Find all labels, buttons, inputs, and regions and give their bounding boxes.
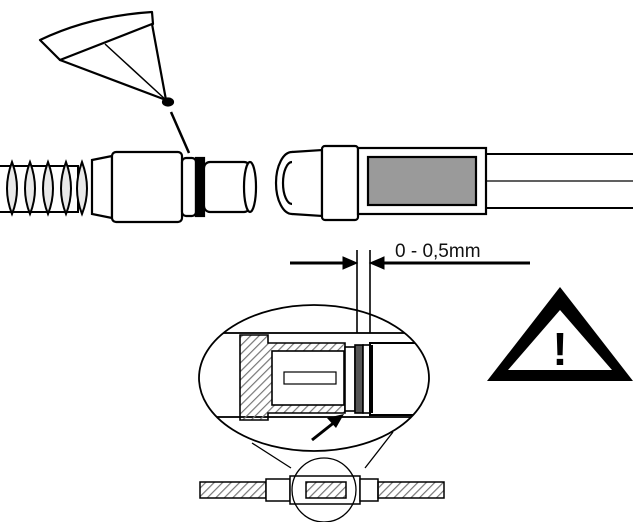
pointer-arrow-icon [311, 414, 344, 442]
male-connector [90, 150, 258, 224]
dimension-marker [290, 250, 530, 346]
detail-callout [198, 304, 430, 469]
left-corrugated-hose [0, 159, 88, 217]
warning-symbol: ! [552, 323, 567, 375]
warning-icon: ! [487, 287, 633, 381]
right-pipe [486, 153, 633, 209]
dimension-label: 0 - 0,5mm [395, 241, 481, 262]
detail-ellipse [198, 304, 430, 452]
female-connector [274, 144, 488, 222]
assembled-hose [199, 457, 445, 522]
lubricant-tube-icon [38, 10, 191, 154]
